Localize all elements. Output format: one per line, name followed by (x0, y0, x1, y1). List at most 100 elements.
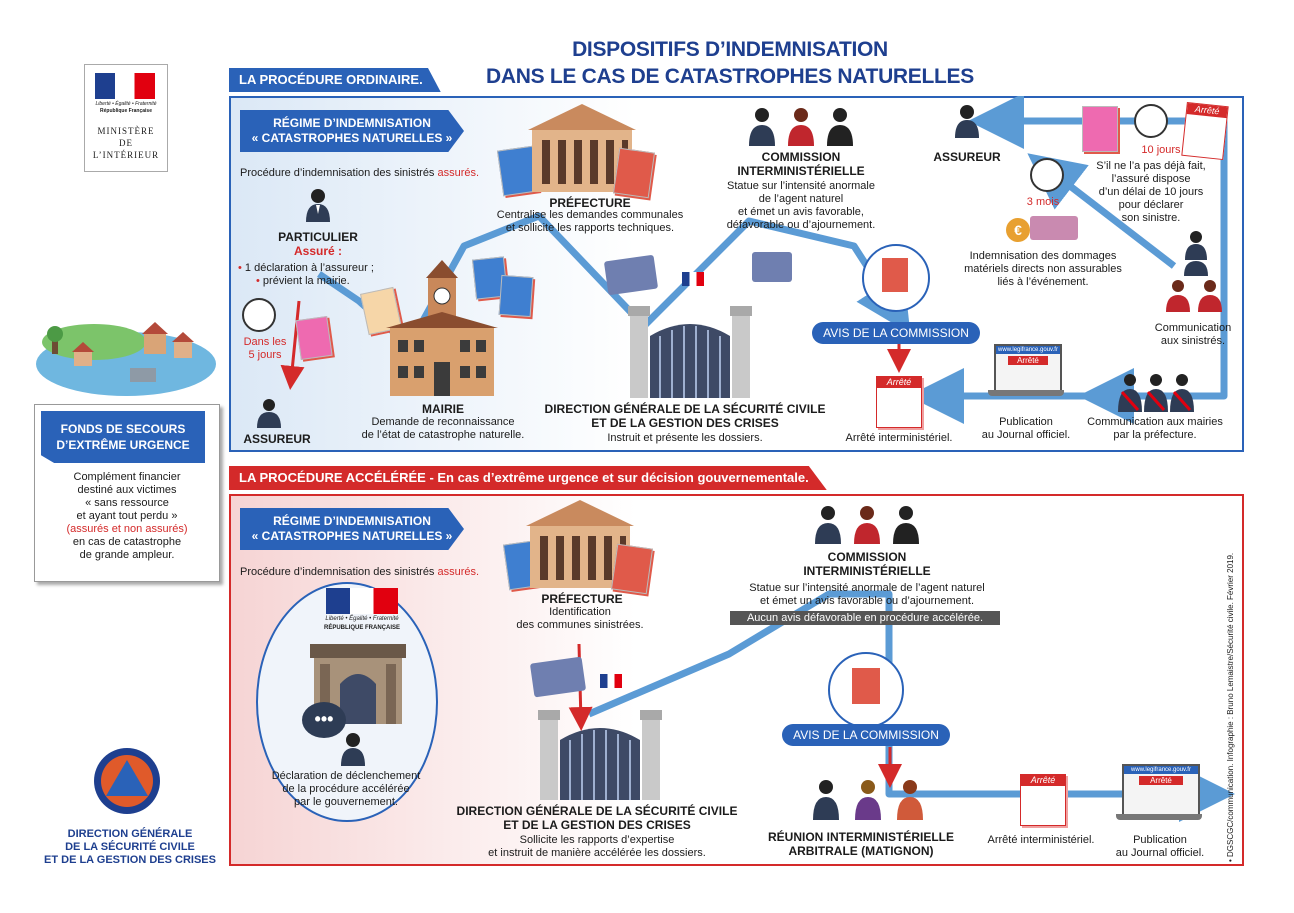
arrete-acc-document-icon: Arrêté (1020, 774, 1066, 826)
trois-mois-label: 3 mois (1026, 196, 1060, 208)
acceleree-procedure-assures: assurés. (437, 566, 480, 578)
assureur-left-label: ASSUREUR (243, 432, 311, 446)
publication-acc-line-1: Publication (1133, 834, 1187, 846)
french-flag-icon (682, 272, 704, 286)
declaration-form-icon (295, 315, 333, 361)
dix-jours-label: 10 jours (1141, 144, 1181, 156)
prefecture-acc-text-1: Identification (549, 606, 611, 618)
ordinaire-regime-line-2: « CATASTROPHES NATURELLES » (251, 131, 453, 145)
prefecture-acc-label: PRÉFECTURE (541, 592, 623, 606)
logo-line-3: L’INTÉRIEUR (92, 150, 160, 160)
marianne-flag-icon (326, 588, 398, 614)
ordinaire-procedure-text: Procédure d’indemnisation des sinistrés … (240, 167, 479, 179)
dans-les-label: Dans les (243, 336, 287, 348)
fonds-text-4: et ayant tout perdu » (76, 510, 178, 522)
indemnisation-text: Indemnisation des dommages matériels dir… (954, 250, 1132, 289)
arrete-right-icon: Arrêté (1181, 101, 1229, 161)
title-line-1: DISPOSITIFS D’INDEMNISATION (572, 38, 888, 61)
dgscgc-acc-text-1: Sollicite les rapports d’expertise (519, 834, 675, 846)
prefecture-acc-form-icon (610, 543, 654, 595)
particulier-assure: Assuré : (293, 244, 343, 258)
indemnisation-text-1: Indemnisation des dommages (969, 250, 1117, 262)
prefecture-text-1: Centralise les demandes communales (496, 209, 684, 221)
publication-acc-line-2: au Journal officiel. (1115, 847, 1205, 859)
fonds-heading-2: D’EXTRÊME URGENCE (56, 438, 190, 452)
avis-acc-document-icon (852, 668, 880, 704)
logo-republique: République Française (100, 108, 152, 114)
acceleree-regime-banner: RÉGIME D’INDEMNISATION « CATASTROPHES NA… (240, 508, 464, 550)
indemnisation-text-3: liés à l’événement. (997, 276, 1089, 288)
avis-acc-circle-icon (828, 652, 904, 728)
commission-acc-text: Statue sur l’intensité anormale de l’age… (722, 582, 1012, 608)
assureur-right-person-icon (954, 104, 980, 143)
flooded-town-illustration (34, 312, 218, 398)
mairie-text: Demande de reconnaissance de l’état de c… (348, 416, 538, 442)
arrete-acc-document-label: Arrêté (1021, 775, 1065, 786)
dossier-icon (498, 274, 534, 318)
avis-document-icon (882, 258, 908, 292)
clock-3-mois-icon (1030, 158, 1064, 192)
dgscgc-ordinaire-line-2: ET DE LA GESTION DES CRISES (591, 416, 779, 430)
fonds-text-5: (assurés et non assurés) (66, 523, 188, 535)
legifrance-arrete-label: Arrêté (1008, 356, 1048, 365)
dix-jours-text: S’il ne l’a pas déjà fait, l’assuré disp… (1076, 160, 1226, 225)
declaration-text-2: de la procédure accélérée (282, 783, 410, 795)
acceleree-procedure-label: Procédure d’indemnisation des sinistrés (240, 566, 435, 578)
prefecture-text: Centralise les demandes communales et so… (480, 209, 700, 235)
procedure-acceleree-tag: LA PROCÉDURE ACCÉLÉRÉE - En cas d’extrêm… (229, 466, 827, 490)
reunion-line-2: ARBITRALE (MATIGNON) (788, 844, 934, 858)
reunion-people-icon (808, 778, 928, 820)
aucun-avis-defavorable: Aucun avis défavorable en procédure accé… (730, 611, 1000, 625)
declaration-text-3: par le gouvernement. (294, 796, 398, 808)
particulier-person-icon (305, 188, 331, 227)
dgscgc-acc-gate-icon (538, 710, 662, 800)
commission-ordinaire-text-2: de l’agent naturel (758, 193, 844, 205)
commission-acc-text-2: et émet un avis favorable ou d’ajourneme… (759, 595, 975, 607)
dgscgc-ordinaire-text: Instruit et présente les dossiers. (607, 432, 763, 444)
dgscgc-acc-line-1: DIRECTION GÉNÉRALE DE LA SÉCURITÉ CIVILE (456, 804, 738, 818)
dgscgc-ordinaire-line-1: DIRECTION GÉNÉRALE DE LA SÉCURITÉ CIVILE (544, 402, 826, 416)
dgscgc-acc-label: DIRECTION GÉNÉRALE DE LA SÉCURITÉ CIVILE… (432, 804, 762, 832)
commission-people-icon (746, 106, 856, 146)
publication-ordinaire-text: Publication au Journal officiel. (966, 416, 1086, 442)
particulier-label: PARTICULIER (278, 230, 358, 244)
dix-jours-text-2: l’assuré dispose (1111, 173, 1191, 185)
particulier-bullet-1: 1 déclaration à l’assureur ; (244, 262, 374, 274)
dix-jours-text-4: pour déclarer (1118, 199, 1184, 211)
logo-motto: Liberté • Égalité • Fraternité (95, 101, 157, 107)
fonds-heading: FONDS DE SECOURS D’EXTRÊME URGENCE (41, 411, 205, 463)
declaration-text-1: Déclaration de déclenchement (271, 770, 421, 782)
fonds-secours-box: FONDS DE SECOURS D’EXTRÊME URGENCE Compl… (34, 404, 220, 582)
dix-jours-text-1: S’il ne l’a pas déjà fait, (1096, 160, 1206, 172)
commission-acc-line-1: COMMISSION (827, 550, 907, 564)
mayors-people-icon (1116, 372, 1196, 412)
republique-francaise-logo: Liberté • Égalité • Fraternité RÉPUBLIQU… (316, 588, 408, 644)
fonds-text-2: destiné aux victimes (77, 484, 177, 496)
title-line-2: DANS LE CAS DE CATASTROPHES NATURELLES (486, 65, 974, 88)
prefecture-label: PRÉFECTURE (549, 196, 631, 210)
dix-jours-text-3: d’un délai de 10 jours (1098, 186, 1204, 198)
ordinaire-regime-banner: RÉGIME D’INDEMNISATION « CATASTROPHES NA… (240, 110, 464, 152)
communication-sinistres-text: Communication aux sinistrés. (1146, 322, 1240, 348)
fonds-heading-1: FONDS DE SECOURS (60, 422, 186, 436)
communication-mairies-line-1: Communication aux mairies (1087, 416, 1223, 428)
credit-text: • DGSCGC/communication. Infographie : Br… (1226, 552, 1235, 862)
fonds-text-6: en cas de catastrophe (72, 536, 182, 548)
fonds-text-1: Complément financier (73, 471, 181, 483)
dgscgc-acc-text-2: et instruit de manière accélérée les dos… (488, 847, 706, 859)
arrete-document-icon: Arrêté (876, 376, 922, 428)
arrete-ordinaire-text: Arrêté interministériel. (845, 432, 953, 444)
logo-line-1: MINISTÈRE (97, 126, 155, 136)
dgscgc-gate-icon (628, 306, 752, 398)
dgscgc-logo-line-3: ET DE LA GESTION DES CRISES (44, 854, 216, 866)
folder-icon (603, 254, 659, 296)
prefecture-building-icon (528, 104, 636, 192)
arrete-acc-text: Arrêté interministériel. (987, 834, 1095, 846)
prefecture-acc-text-2: des communes sinistrées. (516, 619, 644, 631)
assure-right-person-icon (1184, 230, 1208, 265)
clock-10-jours-icon (1134, 104, 1168, 138)
gouv-motto: Liberté • Égalité • Fraternité (325, 616, 399, 622)
folder-stack-icon (752, 252, 792, 282)
euro-money-icon: € (1002, 212, 1080, 246)
cinq-jours-label: 5 jours (248, 349, 282, 361)
